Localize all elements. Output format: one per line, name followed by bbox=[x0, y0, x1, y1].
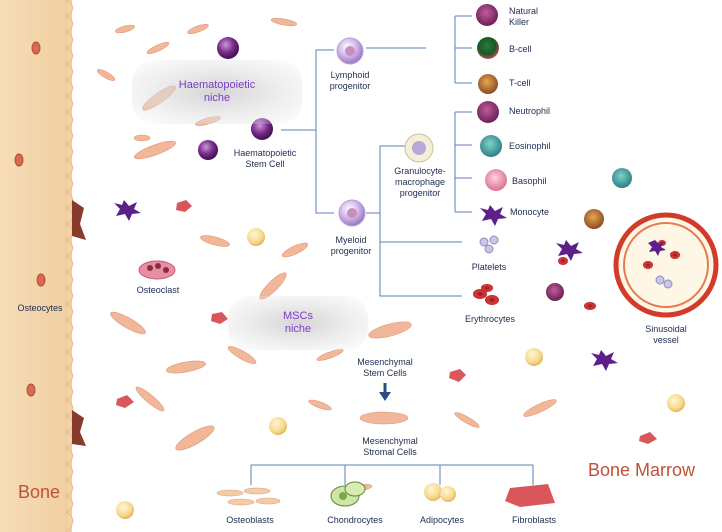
b-cell bbox=[477, 37, 499, 59]
erythrocytes-label: Erythrocytes bbox=[464, 314, 515, 324]
platelet-cluster bbox=[479, 235, 499, 254]
basophil-label: Basophil bbox=[512, 176, 547, 186]
msc-niche-label: MSCs niche bbox=[248, 310, 348, 336]
bone-marrow-title: Bone Marrow bbox=[588, 460, 696, 480]
lymphoid-label-line1: Lymphoid bbox=[330, 70, 370, 80]
sinusoidal-label: Sinusoidal vessel bbox=[636, 324, 696, 346]
gm-label-line3: progenitor bbox=[399, 188, 441, 198]
neutrophil-label: Neutrophil bbox=[509, 106, 551, 116]
haematopoietic-niche-label: Haematopoietic niche bbox=[167, 79, 267, 105]
haematopoietic-niche bbox=[132, 60, 302, 124]
basophil-cell bbox=[485, 169, 507, 191]
eosinophil-cell bbox=[480, 135, 502, 157]
msc-label: Mesenchymal Stem Cells bbox=[350, 357, 420, 379]
adipocytes-label: Adipocytes bbox=[419, 515, 465, 525]
osteoblasts-label: Osteoblasts bbox=[226, 515, 274, 525]
nk-label-line2: Killer bbox=[509, 17, 530, 27]
hsc-cell-b bbox=[198, 140, 218, 160]
stromal-label-line2: Stromal Cells bbox=[363, 447, 417, 457]
monocyte-label: Monocyte bbox=[510, 207, 550, 217]
stromal-label: Mesenchymal Stromal Cells bbox=[350, 436, 430, 458]
msc-niche bbox=[228, 296, 368, 350]
osteoclast-label: Osteoclast bbox=[136, 285, 180, 295]
lymphoid-label: Lymphoid progenitor bbox=[315, 70, 385, 92]
sinusoidal-vessel-graphic bbox=[613, 212, 719, 318]
stromal-label-line1: Mesenchymal bbox=[362, 436, 418, 446]
niche-label-line2: niche bbox=[203, 92, 231, 104]
lineage-lines bbox=[250, 15, 534, 485]
chondrocyte-graphic bbox=[330, 481, 366, 507]
t-cell bbox=[478, 74, 498, 94]
eosinophil-label: Eosinophil bbox=[509, 141, 551, 151]
hsc-cell-top bbox=[217, 37, 239, 59]
gm-label: Granulocyte- macrophage progenitor bbox=[380, 166, 460, 199]
chondrocytes-label: Chondrocytes bbox=[327, 515, 383, 525]
osteocytes-label: Osteocytes bbox=[17, 303, 63, 313]
niche-label-line1: Haematopoietic bbox=[178, 79, 256, 91]
nk-label: Natural Killer bbox=[509, 6, 538, 28]
gm-label-line1: Granulocyte- bbox=[394, 166, 446, 176]
msc-label-line1: Mesenchymal bbox=[357, 357, 413, 367]
msc-niche-line2: niche bbox=[284, 323, 312, 335]
hsc-label-line1: Haematopoietic bbox=[233, 148, 297, 158]
down-arrow bbox=[379, 383, 391, 401]
fibroblasts-label: Fibroblasts bbox=[511, 515, 556, 525]
sinusoidal-label-line2: vessel bbox=[653, 335, 679, 345]
platelets-label: Platelets bbox=[471, 262, 507, 272]
bone-title: Bone bbox=[18, 482, 61, 502]
nk-label-line1: Natural bbox=[509, 6, 539, 16]
monocyte-cell bbox=[480, 205, 507, 226]
adipocyte-graphic bbox=[424, 483, 456, 502]
osteoblast-graphic bbox=[216, 487, 281, 506]
sinusoidal-label-line1: Sinusoidal bbox=[645, 324, 687, 334]
gm-label-line2: macrophage bbox=[394, 177, 446, 187]
bcell-label: B-cell bbox=[509, 44, 532, 54]
tcell-label: T-cell bbox=[509, 78, 531, 88]
lymphoid-label-line2: progenitor bbox=[329, 81, 371, 91]
red-fibroblast-scatter bbox=[116, 200, 657, 507]
msc-niche-line1: MSCs bbox=[283, 310, 313, 322]
myeloid-label: Myeloid progenitor bbox=[316, 235, 386, 257]
hsc-label: Haematopoietic Stem Cell bbox=[215, 148, 315, 170]
nk-cell bbox=[476, 4, 498, 26]
myeloid-label-line1: Myeloid bbox=[335, 235, 367, 245]
myeloid-label-line2: progenitor bbox=[330, 246, 372, 256]
hsc-label-line2: Stem Cell bbox=[245, 159, 285, 169]
neutrophil-cell bbox=[477, 101, 499, 123]
erythrocyte-cluster bbox=[473, 284, 499, 305]
msc-label-line2: Stem Cells bbox=[363, 368, 407, 378]
bone-region bbox=[0, 0, 72, 532]
